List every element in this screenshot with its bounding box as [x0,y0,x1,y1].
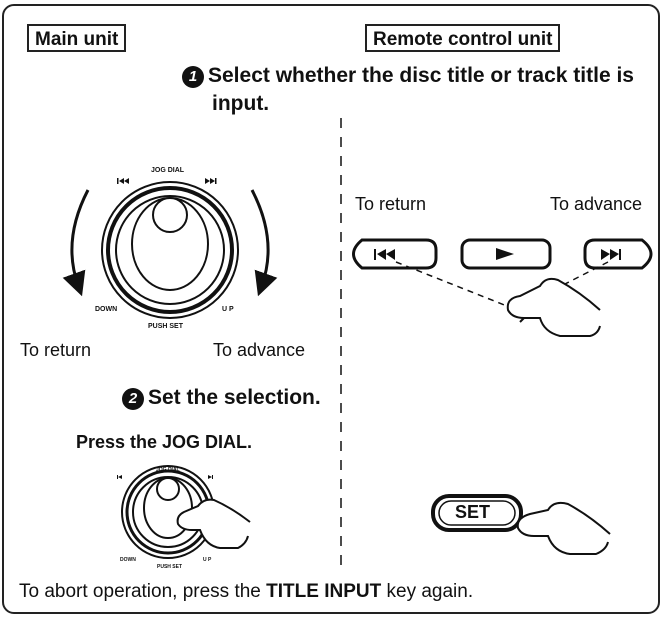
pointing-hand-icon [176,498,251,549]
title-input-key: TITLE INPUT [266,581,382,602]
main-unit-label: Main unit [27,24,127,52]
pointing-hand-icon [506,277,601,337]
step-1-text: Select whether the disc title or track t… [208,64,634,87]
jog-dial-icon [101,181,239,319]
pointing-hand-icon [516,501,611,555]
set-button-label: SET [455,502,491,522]
rotate-arrow-icon [250,189,278,297]
jog-push-set-label: PUSH SET [148,323,184,330]
small-jog-dial-label: JOG DIAL [156,467,180,473]
jog-dial-icon [121,465,215,559]
footer-suffix: key again. [381,581,474,602]
footer-prefix: To abort operation, press the [19,581,267,602]
jog-up-label: U P [222,306,234,313]
step-1-text-continued: input. [212,92,270,115]
instruction-panel [2,4,660,614]
remote-unit-label: Remote control unit [365,24,561,52]
small-jog-up-label: U P [203,557,212,563]
skip-back-icon [117,178,129,184]
small-jog-push-set-label: PUSH SET [157,564,183,570]
step-number-badge: 2 [122,388,144,410]
set-button-icon [431,494,523,532]
step-number-badge: 1 [182,66,204,88]
rotate-arrow-icon [62,189,90,297]
jog-dial-label: JOG DIAL [151,167,185,174]
jog-advance-label: To advance [213,340,306,360]
remote-return-label: To return [355,194,427,214]
step-2-text: Set the selection. [148,386,321,409]
small-jog-down-label: DOWN [120,557,136,563]
remote-skip-back-button [352,238,438,270]
remote-skip-forward-button [583,238,653,270]
remote-advance-label: To advance [550,194,643,214]
skip-forward-icon [205,178,217,184]
remote-play-button [460,238,552,270]
jog-down-label: DOWN [95,306,118,313]
press-jog-instruction: Press the JOG DIAL. [76,432,253,452]
jog-return-label: To return [20,340,92,360]
footer-note: To abort operation, press the TITLE INPU… [19,581,473,603]
